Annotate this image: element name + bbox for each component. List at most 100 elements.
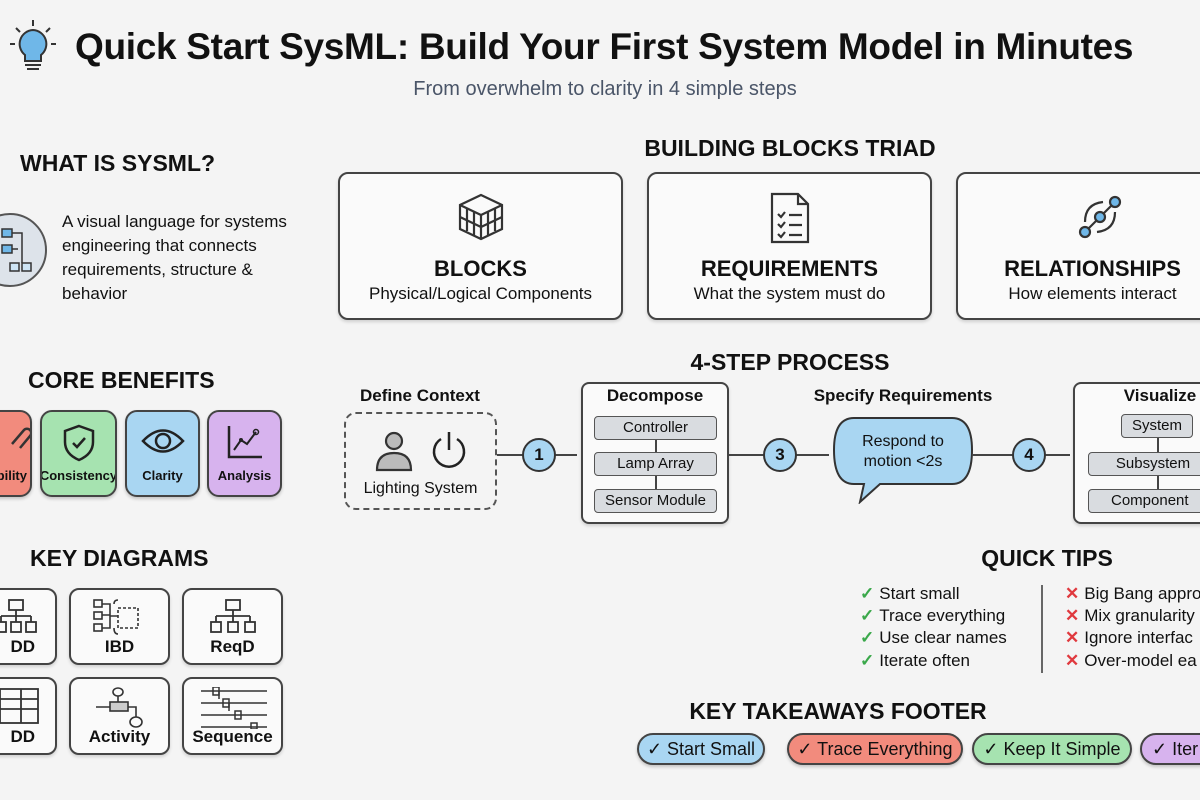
tip-text: Ignore interfac <box>1084 628 1193 647</box>
takeaway-pill: ✓ Trace Everything <box>787 733 963 765</box>
tree-diagram-icon <box>209 599 256 633</box>
step-define-context-title: Define Context <box>360 386 480 405</box>
benefit-label: Analysis <box>217 468 272 483</box>
tip-text: Start small <box>879 584 960 603</box>
context-box: Lighting System <box>344 412 497 510</box>
triad-heading: BUILDING BLOCKS TRIAD <box>644 135 936 161</box>
card-title: BLOCKS <box>434 256 527 281</box>
sequence-lines-icon <box>200 687 267 729</box>
what-is-description: A visual language for systems engineerin… <box>62 212 287 303</box>
tip-do: ✓Use clear names <box>860 628 1007 648</box>
diagram-tile-reqd[interactable]: ReqD <box>182 588 283 665</box>
step-number-3: 3 <box>763 438 797 472</box>
connected-nodes-icon <box>1078 195 1122 239</box>
benefit-label: Consistency <box>40 468 117 483</box>
triad-card-relationships: RELATIONSHIPS How elements interact <box>956 172 1200 320</box>
takeaway-pill: ✓ Iter <box>1140 733 1200 765</box>
tip-dont: ✕Mix granularity <box>1065 606 1195 626</box>
line-chart-icon <box>227 426 262 459</box>
tip-text: Over-model ea <box>1084 651 1197 670</box>
diagram-label: IBD <box>104 637 135 656</box>
card-subtitle: How elements interact <box>1008 284 1177 303</box>
card-subtitle: Physical/Logical Components <box>368 284 592 303</box>
tips-divider <box>1041 585 1043 673</box>
power-icon <box>432 432 466 468</box>
card-title: REQUIREMENTS <box>700 256 879 281</box>
key-diagrams-heading: KEY DIAGRAMS <box>30 545 209 571</box>
check-icon: ✓ <box>860 628 875 647</box>
benefit-label: bility <box>0 468 27 483</box>
diagram-tile-activity[interactable]: Activity <box>69 677 170 755</box>
process-heading: 4-STEP PROCESS <box>690 349 890 375</box>
checklist-document-icon <box>770 192 809 244</box>
link-icon <box>11 427 30 449</box>
cross-icon: ✕ <box>1065 628 1080 647</box>
hierarchy-diagram-icon <box>0 211 48 294</box>
takeaway-pill: ✓ Start Small <box>637 733 765 765</box>
user-icon <box>375 431 413 472</box>
diagram-label: Activity <box>88 727 151 746</box>
connector-line <box>1157 438 1159 452</box>
check-icon: ✓ <box>860 606 875 625</box>
diagram-label: DD <box>10 727 35 746</box>
shield-check-icon <box>63 424 94 462</box>
tip-text: Trace everything <box>879 606 1006 625</box>
internal-block-icon <box>92 599 139 635</box>
diagram-tile-bdd[interactable]: DD <box>0 588 57 665</box>
check-icon: ✓ <box>860 584 875 603</box>
visualize-item: System <box>1121 414 1193 438</box>
quick-tips-heading: QUICK TIPS <box>981 545 1113 571</box>
connector-line <box>1157 476 1159 489</box>
what-is-heading: WHAT IS SYSML? <box>20 150 216 176</box>
cube-icon <box>458 193 503 241</box>
page-subtitle: From overwhelm to clarity in 4 simple st… <box>413 78 797 100</box>
tip-dont: ✕Big Bang appro <box>1065 584 1200 604</box>
diagram-tile-ibd[interactable]: IBD <box>69 588 170 665</box>
tip-dont: ✕Over-model ea <box>1065 651 1197 671</box>
context-caption: Lighting System <box>363 480 478 497</box>
tip-text: Big Bang appro <box>1084 584 1200 603</box>
step-decompose-title: Decompose <box>606 386 704 405</box>
cross-icon: ✕ <box>1065 606 1080 625</box>
card-subtitle: What the system must do <box>693 284 886 303</box>
tip-text: Use clear names <box>879 628 1007 647</box>
diagram-tile-sequence[interactable]: Sequence <box>182 677 283 755</box>
table-icon <box>0 688 39 724</box>
tip-do: ✓Iterate often <box>860 651 970 671</box>
benefit-consistency: Consistency <box>40 410 117 497</box>
core-benefits-heading: CORE BENEFITS <box>28 367 215 393</box>
tip-do: ✓Start small <box>860 584 960 604</box>
diagram-label: DD <box>10 637 35 656</box>
step-number-4: 4 <box>1012 438 1046 472</box>
card-title: RELATIONSHIPS <box>1004 256 1181 281</box>
diagram-tile-pdd[interactable]: DD <box>0 677 57 755</box>
takeaway-pill: ✓ Keep It Simple <box>972 733 1132 765</box>
benefit-label: Clarity <box>142 468 183 483</box>
step-visualize-title: Visualize <box>1123 386 1197 405</box>
triad-card-blocks: BLOCKS Physical/Logical Components <box>338 172 623 320</box>
lightbulb-icon <box>8 18 58 83</box>
decompose-item: Sensor Module <box>594 489 717 513</box>
tree-diagram-icon <box>0 599 37 633</box>
cross-icon: ✕ <box>1065 584 1080 603</box>
visualize-item: Subsystem <box>1088 452 1200 476</box>
page-title: Quick Start SysML: Build Your First Syst… <box>75 26 1134 67</box>
requirement-bubble-text: Respond to motion <2s <box>862 433 944 470</box>
tip-do: ✓Trace everything <box>860 606 1005 626</box>
decompose-item: Controller <box>594 416 717 440</box>
connector-line <box>655 476 657 489</box>
footer-heading: KEY TAKEAWAYS FOOTER <box>689 698 987 724</box>
activity-flow-icon <box>95 687 143 728</box>
speech-bubble-icon <box>832 417 974 504</box>
benefit-clarity: Clarity <box>125 410 200 497</box>
connector-line <box>655 440 657 452</box>
eye-icon <box>140 429 185 453</box>
decompose-item: Lamp Array <box>594 452 717 476</box>
visualize-item: Component <box>1088 489 1200 513</box>
diagram-label: ReqD <box>210 637 255 656</box>
cross-icon: ✕ <box>1065 651 1080 670</box>
step-number-1: 1 <box>522 438 556 472</box>
tip-dont: ✕Ignore interfac <box>1065 628 1193 648</box>
benefit-traceability: bility <box>0 410 32 497</box>
triad-card-requirements: REQUIREMENTS What the system must do <box>647 172 932 320</box>
